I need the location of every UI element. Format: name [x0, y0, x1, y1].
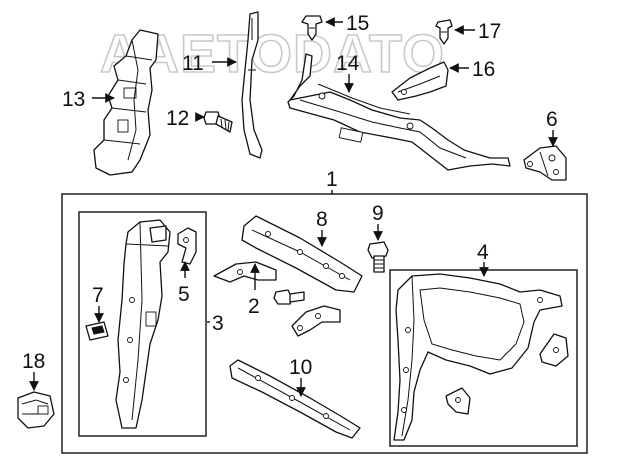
assembly-1-frame [61, 193, 588, 454]
part-9-bolt [367, 241, 389, 273]
part-10-lower-member [229, 359, 361, 439]
callout-13: 13 [62, 88, 85, 111]
callout-16: 16 [472, 58, 495, 81]
part-17-clip [435, 19, 453, 45]
part-3-side-member [115, 219, 171, 429]
callout-2: 2 [248, 295, 260, 318]
callout-10: 10 [289, 356, 312, 379]
part-14-upper-cover [287, 53, 511, 171]
assembly-3-frame [78, 211, 207, 437]
part-2-bolt [273, 289, 305, 305]
part-7-nut [85, 321, 109, 341]
part-2-bracket [213, 261, 277, 283]
callout-labels: 15 17 11 14 16 13 12 6 1 8 9 4 5 7 2 3 1… [22, 12, 558, 379]
part-8-cross-member [241, 215, 363, 293]
callout-12: 12 [166, 107, 189, 130]
part-6-bracket [523, 145, 567, 181]
part-18-connector [17, 391, 55, 429]
callout-18: 18 [22, 350, 45, 373]
callout-15: 15 [346, 12, 369, 35]
callout-1: 1 [326, 168, 338, 191]
part-13-air-guide [93, 29, 159, 176]
callout-6: 6 [546, 108, 558, 131]
part-5-bracket [177, 227, 197, 265]
callout-5: 5 [178, 283, 190, 306]
callout-4: 4 [477, 241, 489, 264]
part-11-seal [241, 11, 263, 159]
leader-lines [29, 17, 558, 397]
callout-9: 9 [372, 202, 384, 225]
part-2b-bracket [291, 305, 341, 337]
part-4-bracket-b [445, 387, 471, 415]
part-16-bracket [391, 61, 449, 101]
callout-8: 8 [316, 208, 328, 231]
callout-17: 17 [478, 20, 501, 43]
callout-14: 14 [336, 52, 360, 75]
callout-3: 3 [212, 312, 224, 335]
part-4-support [393, 273, 563, 441]
callout-7: 7 [92, 284, 104, 307]
part-15-clip [301, 15, 323, 41]
part-4-bracket-a [539, 333, 569, 367]
part-12-bolt [203, 111, 233, 133]
callout-11: 11 [182, 52, 204, 75]
